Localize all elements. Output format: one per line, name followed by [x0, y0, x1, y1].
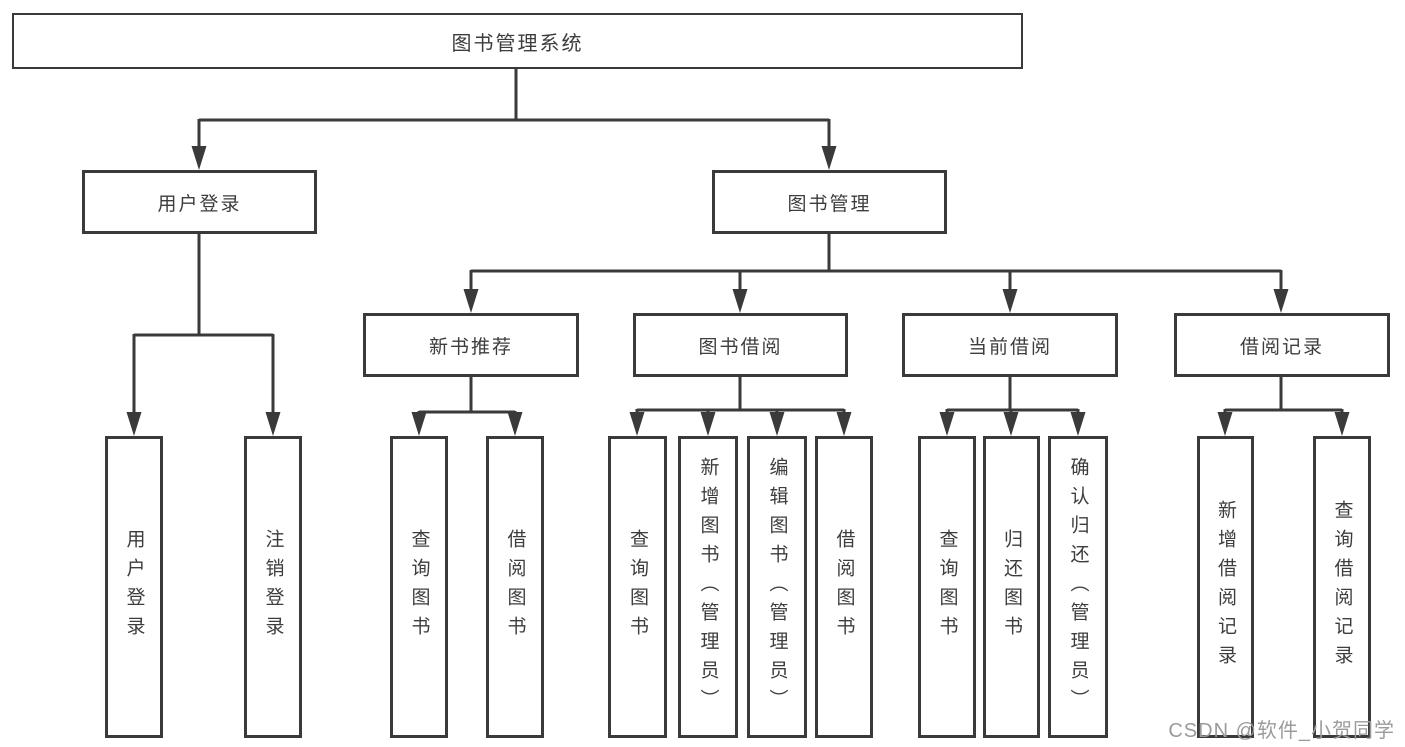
leaf-current-confirm-return-admin-label: 确认归还（管理员）	[1067, 456, 1089, 718]
node-current-borrow: 当前借阅	[902, 313, 1118, 377]
leaf-records-query-record: 查询借阅记录	[1313, 436, 1371, 738]
leaf-newbook-borrow-books-label: 借阅图书	[504, 529, 526, 645]
leaf-newbook-query-books-label: 查询图书	[408, 529, 430, 645]
node-book-borrow-label: 图书借阅	[698, 336, 783, 358]
node-book-management: 图书管理	[712, 170, 947, 234]
leaf-user-login: 用户登录	[105, 436, 163, 738]
leaf-current-query-books: 查询图书	[918, 436, 976, 738]
leaf-borrow-query-books: 查询图书	[608, 436, 667, 738]
node-new-book-recommend: 新书推荐	[363, 313, 579, 377]
leaf-borrow-add-books-admin-label: 新增图书（管理员）	[697, 456, 719, 718]
leaf-borrow-edit-books-admin: 编辑图书（管理员）	[747, 436, 807, 738]
node-new-book-recommend-label: 新书推荐	[428, 336, 513, 358]
leaf-records-add-record-label: 新增借阅记录	[1215, 500, 1236, 674]
leaf-records-add-record: 新增借阅记录	[1197, 436, 1254, 738]
leaf-borrow-borrow-books-label: 借阅图书	[833, 529, 855, 645]
node-user-login: 用户登录	[82, 170, 317, 234]
leaf-records-query-record-label: 查询借阅记录	[1331, 500, 1353, 674]
node-book-borrow: 图书借阅	[633, 313, 848, 377]
leaf-newbook-query-books: 查询图书	[390, 436, 448, 738]
leaf-newbook-borrow-books: 借阅图书	[486, 436, 544, 738]
leaf-borrow-edit-books-admin-label: 编辑图书（管理员）	[766, 456, 788, 718]
leaf-current-confirm-return-admin: 确认归还（管理员）	[1048, 436, 1108, 738]
leaf-user-login-label: 用户登录	[123, 529, 145, 645]
node-borrow-records-label: 借阅记录	[1239, 336, 1324, 358]
watermark: CSDN @软件_小贺同学	[1168, 720, 1395, 742]
leaf-current-return-books: 归还图书	[983, 436, 1040, 738]
node-current-borrow-label: 当前借阅	[967, 336, 1052, 358]
node-borrow-records: 借阅记录	[1174, 313, 1390, 377]
leaf-borrow-query-books-label: 查询图书	[627, 529, 648, 645]
leaf-current-query-books-label: 查询图书	[936, 529, 958, 645]
node-root-label: 图书管理系统	[451, 32, 584, 55]
leaf-logout: 注销登录	[244, 436, 302, 738]
node-root: 图书管理系统	[12, 13, 1023, 69]
leaf-current-return-books-label: 归还图书	[1001, 529, 1022, 645]
leaf-borrow-add-books-admin: 新增图书（管理员）	[678, 436, 738, 738]
leaf-logout-label: 注销登录	[262, 529, 284, 645]
node-user-login-label: 用户登录	[157, 193, 242, 215]
leaf-borrow-borrow-books: 借阅图书	[815, 436, 873, 738]
node-book-management-label: 图书管理	[787, 193, 872, 215]
arrowheads	[126, 146, 1350, 436]
